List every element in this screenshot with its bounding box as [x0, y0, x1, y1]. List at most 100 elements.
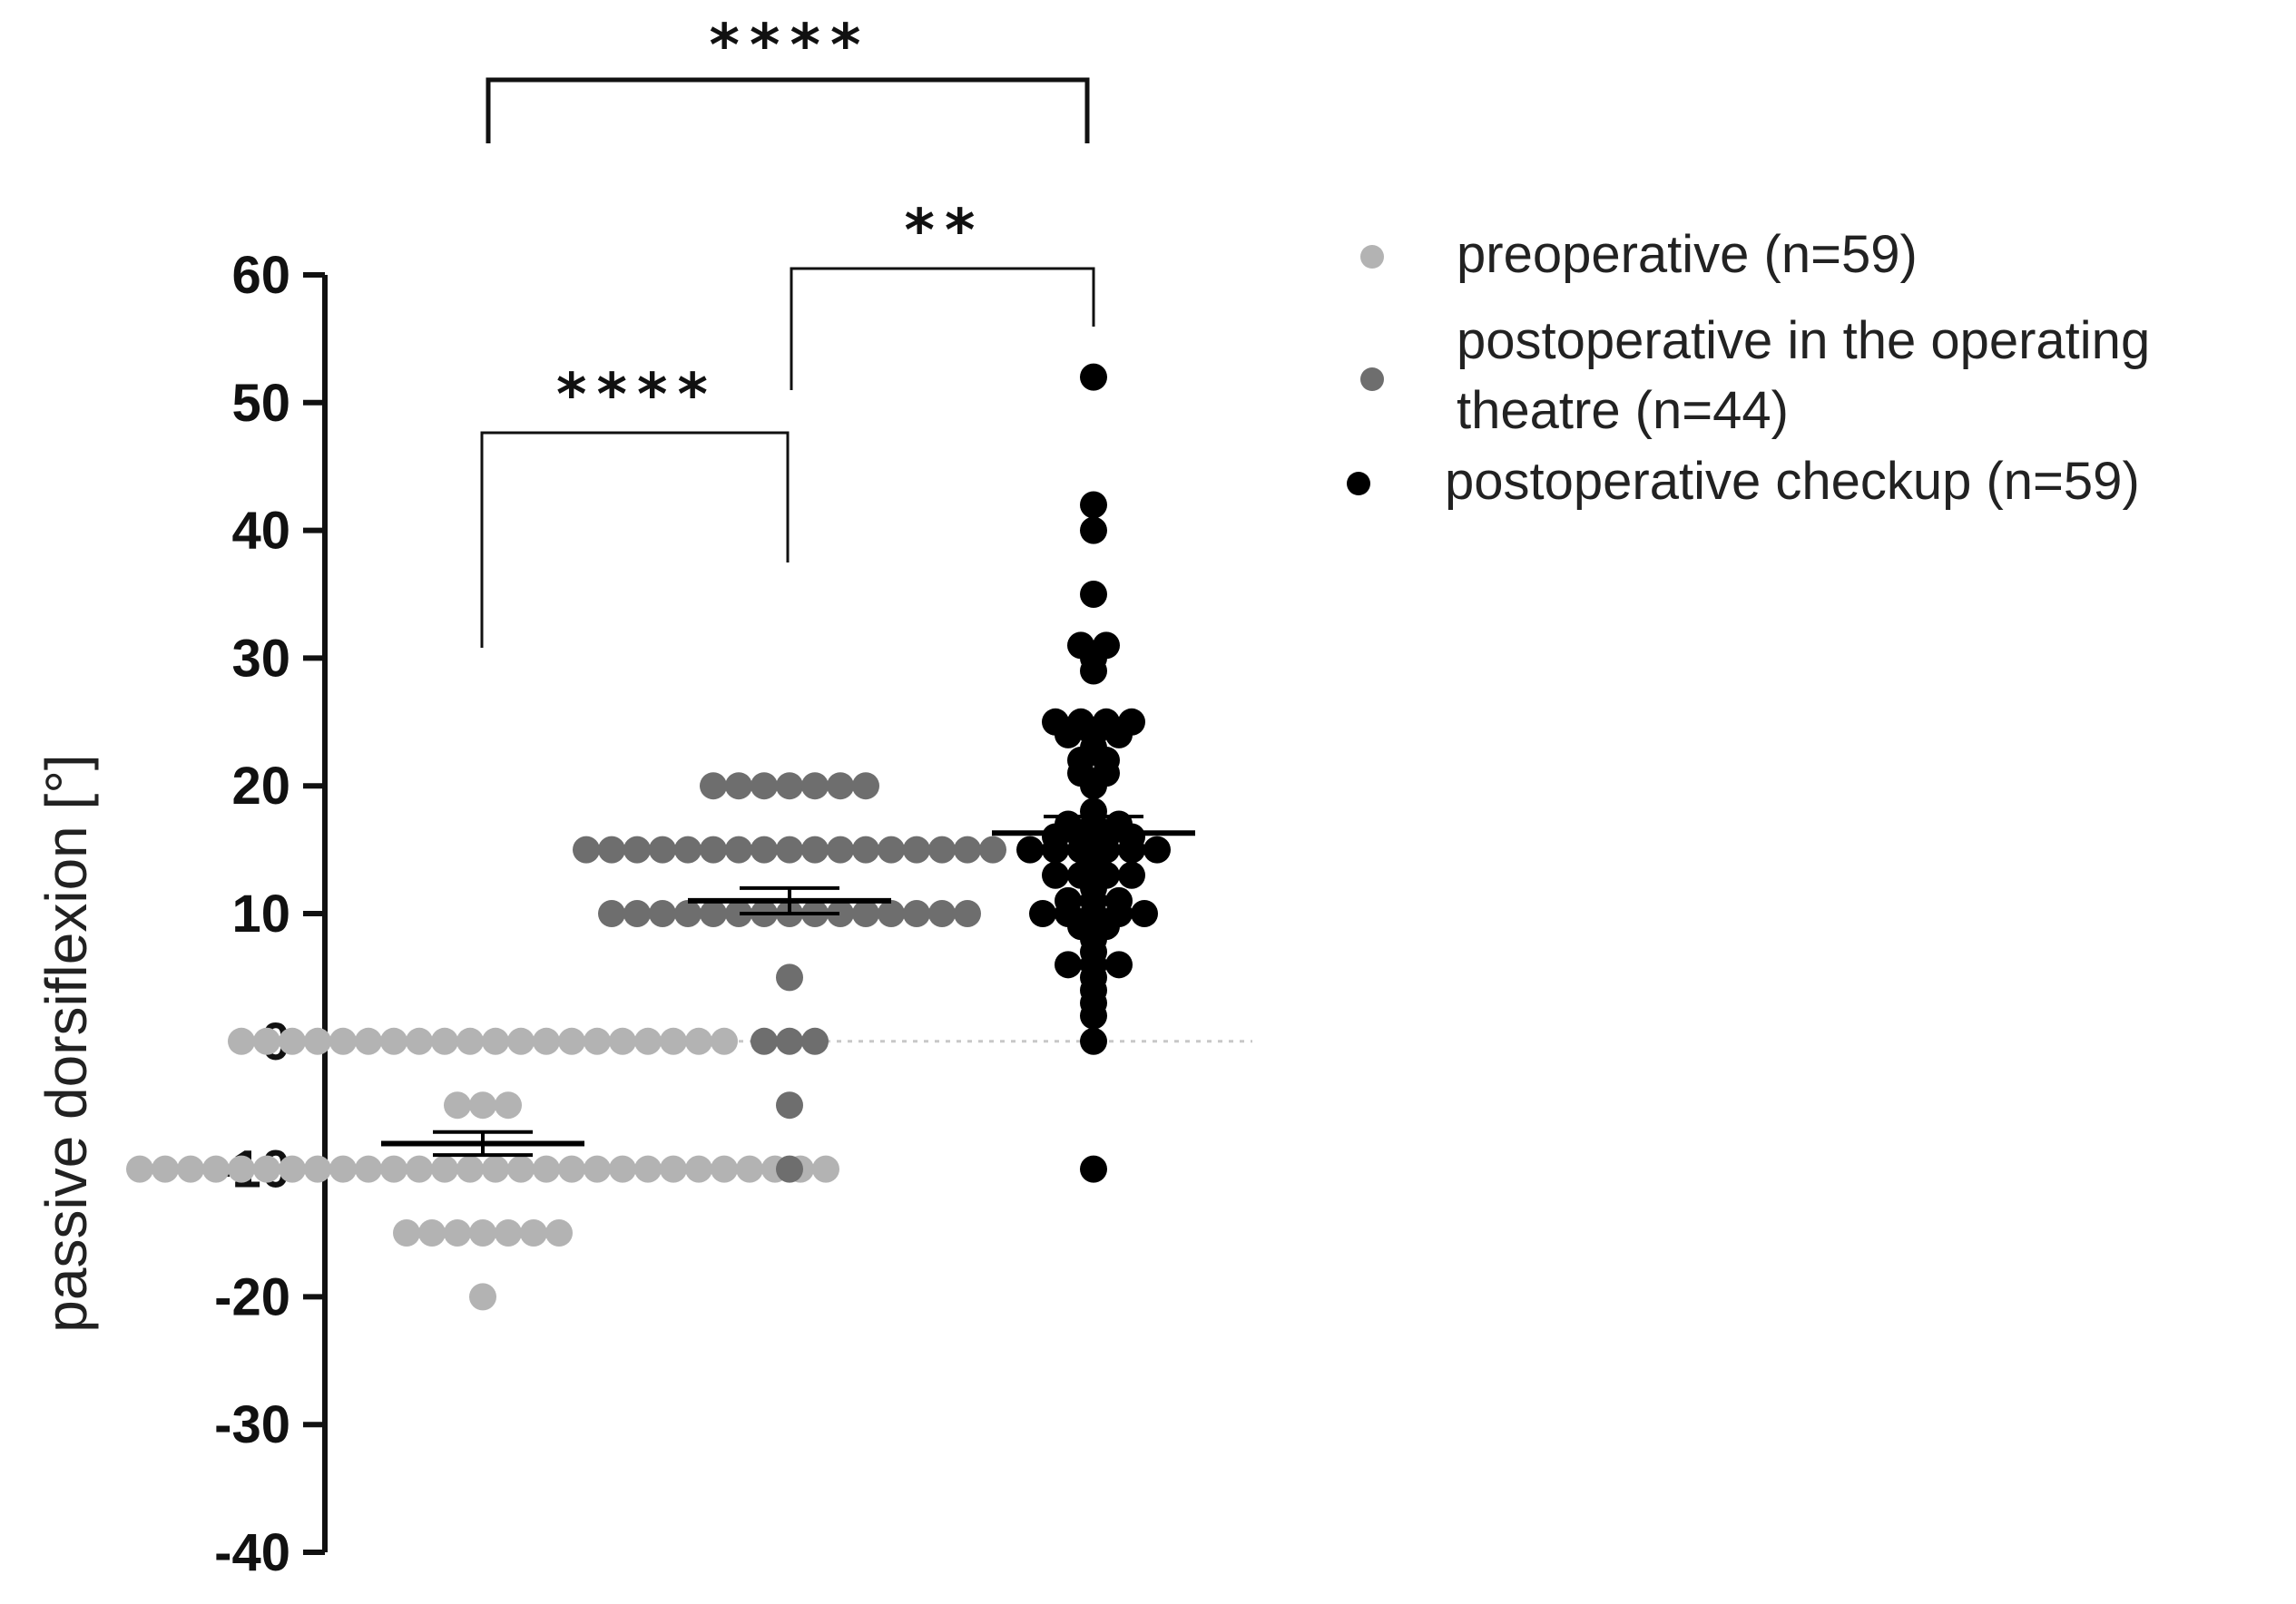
data-point [456, 1155, 484, 1183]
data-point [533, 1155, 560, 1183]
data-point [1042, 861, 1069, 889]
data-point [1143, 836, 1171, 864]
data-point [545, 1219, 573, 1247]
data-point [954, 836, 981, 864]
data-point [776, 963, 803, 992]
data-point [279, 1155, 306, 1183]
significance-brackets: ********** [480, 13, 1095, 648]
data-point [954, 900, 981, 927]
data-point [609, 1027, 636, 1055]
data-point [1055, 951, 1082, 979]
significance-label: ** [902, 198, 983, 265]
data-point [649, 836, 676, 864]
data-point [700, 772, 727, 800]
data-point [903, 900, 930, 927]
significance-bracket [790, 267, 1095, 390]
y-tick-label: -30 [214, 1395, 290, 1454]
data-point [1105, 951, 1133, 979]
data-point [827, 772, 854, 800]
data-point [495, 1091, 522, 1120]
mean-sem-bars [381, 814, 1195, 1158]
y-axis: 6050403020100-10-20-30-40 [214, 246, 328, 1582]
data-point [634, 1027, 662, 1055]
data-point [660, 1027, 687, 1055]
data-point [482, 1027, 509, 1055]
data-point [649, 900, 676, 927]
data-point [507, 1027, 535, 1055]
legend-marker [1360, 367, 1384, 391]
data-point [801, 1027, 829, 1055]
data-point [1055, 720, 1082, 748]
data-point [584, 1027, 611, 1055]
y-tick-label: 20 [231, 757, 290, 816]
data-point [776, 772, 803, 800]
data-point [685, 1027, 712, 1055]
data-point [1080, 1002, 1107, 1030]
data-point [584, 1155, 611, 1183]
data-point [852, 772, 879, 800]
data-point [1105, 720, 1133, 748]
data-point [279, 1027, 306, 1055]
data-point [634, 1155, 662, 1183]
data-point [776, 1027, 803, 1055]
data-point [406, 1027, 433, 1055]
data-point [304, 1155, 331, 1183]
data-points [126, 363, 1171, 1311]
data-point [751, 772, 778, 800]
legend-entry: preoperative (n=59) [1457, 225, 1918, 284]
data-point [725, 836, 752, 864]
data-point [1029, 900, 1056, 927]
data-point [1080, 1027, 1107, 1055]
data-point [827, 836, 854, 864]
y-tick-label: 50 [231, 374, 290, 433]
data-point [253, 1155, 280, 1183]
data-point [177, 1155, 204, 1183]
data-point [304, 1027, 331, 1055]
data-point [801, 836, 829, 864]
data-point [776, 1155, 803, 1183]
data-point [482, 1155, 509, 1183]
y-tick-label: 30 [231, 629, 290, 688]
data-point [979, 836, 1006, 864]
data-point [1080, 491, 1107, 519]
data-point [812, 1155, 839, 1183]
data-point [329, 1155, 357, 1183]
data-point [520, 1219, 547, 1247]
data-point [598, 900, 625, 927]
data-point [1080, 657, 1107, 685]
data-point [685, 1155, 712, 1183]
legend-entry-line: postoperative in the operating [1457, 311, 2150, 370]
data-point [623, 836, 651, 864]
significance-bracket [486, 77, 1090, 143]
data-point [507, 1155, 535, 1183]
data-point [711, 1027, 738, 1055]
data-point [801, 772, 829, 800]
data-point [609, 1155, 636, 1183]
data-point [495, 1219, 522, 1247]
data-point [558, 1155, 585, 1183]
data-point [736, 1155, 763, 1183]
data-point [558, 1027, 585, 1055]
significance-label: **** [707, 13, 868, 80]
data-point [700, 836, 727, 864]
data-point [380, 1027, 407, 1055]
data-point [355, 1155, 382, 1183]
y-tick-label: 40 [231, 502, 290, 561]
data-point [776, 836, 803, 864]
data-point [623, 900, 651, 927]
data-point [827, 900, 854, 927]
data-point [152, 1155, 179, 1183]
data-point [126, 1155, 153, 1183]
data-point [903, 836, 930, 864]
data-point [355, 1027, 382, 1055]
data-point [700, 900, 727, 927]
data-point [329, 1027, 357, 1055]
data-point [406, 1155, 433, 1183]
data-point [725, 772, 752, 800]
y-tick-label: -20 [214, 1267, 290, 1326]
data-point [1080, 581, 1107, 608]
data-point [418, 1219, 446, 1247]
data-point [1080, 1155, 1107, 1183]
significance-bracket [480, 431, 790, 648]
